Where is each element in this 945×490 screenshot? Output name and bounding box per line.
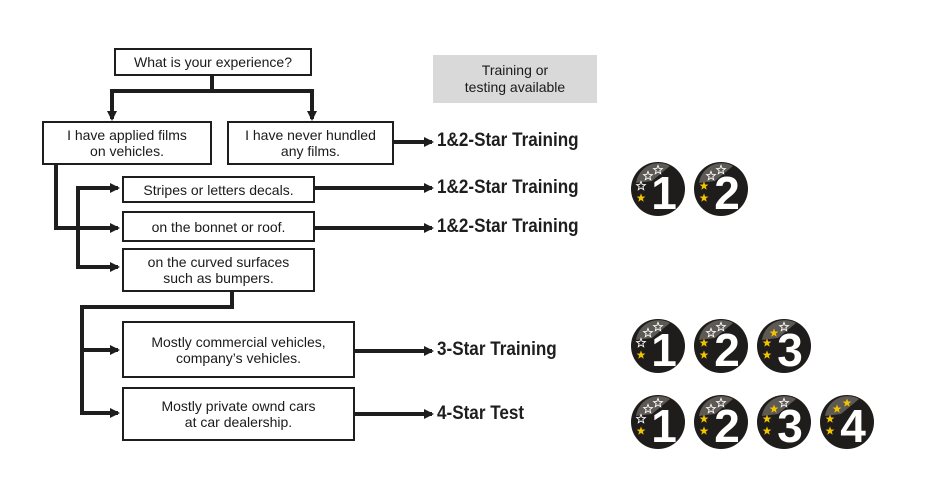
badge-numeral: 2	[714, 400, 740, 450]
experienced-box: I have applied films on vehicles.	[42, 121, 212, 165]
stripes-box: Stripes or letters decals.	[122, 176, 315, 203]
star-level-badge-1: 1	[631, 162, 685, 217]
outcome-private: 4-Star Test	[437, 403, 525, 424]
star-icon	[636, 193, 646, 202]
commercial-box: Mostly commercial vehicles, company’s ve…	[122, 321, 355, 378]
badge-numeral: 1	[651, 324, 677, 374]
badge-numeral: 3	[777, 400, 803, 450]
star-icon	[762, 338, 772, 347]
star-icon	[715, 164, 727, 175]
star-icon	[636, 426, 646, 435]
star-icon	[715, 397, 727, 408]
star-icon	[832, 404, 842, 413]
outcome-bonnet: 1&2-Star Training	[437, 216, 579, 237]
connector-experienced-trunk	[54, 165, 78, 230]
star-icon	[652, 397, 664, 408]
star-icon	[635, 180, 647, 191]
star-icon	[642, 170, 654, 181]
badge-numeral: 1	[651, 167, 677, 217]
outcome-never: 1&2-Star Training	[437, 130, 579, 151]
star-level-badge-2: 2	[694, 319, 748, 374]
star-icon	[778, 397, 790, 408]
star-icon	[642, 327, 654, 338]
star-icon	[699, 181, 709, 190]
star-icon	[842, 398, 852, 407]
curved-box: on the curved surfaces such as bumpers.	[122, 248, 315, 292]
star-level-badge-2: 2	[694, 162, 748, 217]
star-level-badge-1: 1	[631, 319, 685, 374]
badge-numeral: 2	[714, 324, 740, 374]
star-icon	[762, 426, 772, 435]
star-icon	[715, 321, 727, 332]
star-icon	[652, 321, 664, 332]
connector-question-split	[112, 76, 312, 93]
star-icon	[778, 321, 790, 332]
star-icon	[705, 327, 717, 338]
badge-numeral: 4	[840, 400, 866, 450]
star-icon	[769, 328, 779, 337]
question-box: What is your experience?	[114, 48, 312, 76]
star-level-badge-3: 3	[757, 319, 811, 374]
star-level-badge-1: 1	[631, 395, 685, 450]
star-icon	[825, 426, 835, 435]
star-icon	[705, 170, 717, 181]
star-icon	[699, 414, 709, 423]
private-box: Mostly private ownd cars at car dealersh…	[122, 387, 355, 441]
star-icon	[762, 350, 772, 359]
legend-training-available: Training or testing available	[433, 55, 597, 103]
star-icon	[635, 413, 647, 424]
star-level-badge-4: 4	[820, 395, 874, 450]
star-icon	[642, 403, 654, 414]
badge-numeral: 3	[777, 324, 803, 374]
star-icon	[652, 164, 664, 175]
badge-numeral: 2	[714, 167, 740, 217]
star-icon	[699, 426, 709, 435]
star-icon	[635, 337, 647, 348]
star-level-badge-2: 2	[694, 395, 748, 450]
star-icon	[825, 414, 835, 423]
star-icon	[769, 404, 779, 413]
star-icon	[762, 414, 772, 423]
star-icon	[699, 350, 709, 359]
star-icon	[705, 403, 717, 414]
star-icon	[699, 338, 709, 347]
never-box: I have never hundled any films.	[227, 121, 394, 165]
outcome-commercial: 3-Star Training	[437, 339, 557, 360]
badge-numeral: 1	[651, 400, 677, 450]
star-level-badge-3: 3	[757, 395, 811, 450]
star-icon	[699, 193, 709, 202]
outcome-stripes: 1&2-Star Training	[437, 177, 579, 198]
star-icon	[636, 350, 646, 359]
bonnet-box: on the bonnet or roof.	[122, 211, 315, 242]
connector-curved-down	[80, 292, 234, 413]
